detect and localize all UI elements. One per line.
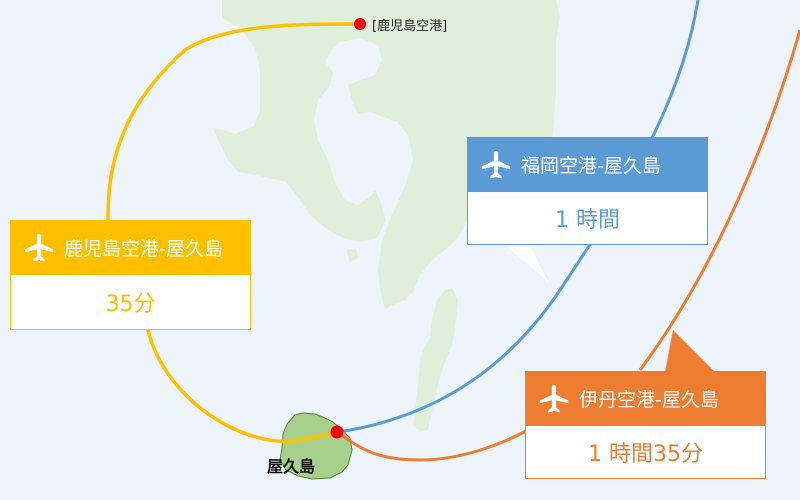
airplane-icon <box>24 233 54 261</box>
tanegashima-land <box>413 288 458 432</box>
route-fukuoka <box>337 0 700 434</box>
route-duration: 1 時間 <box>467 192 708 245</box>
airplane-icon <box>539 384 569 412</box>
fukuoka-callout-pointer <box>505 245 548 282</box>
route-card-itami: 伊丹空港-屋久島 1 時間35分 <box>525 371 766 479</box>
route-itami <box>337 29 800 462</box>
small-island <box>346 248 358 262</box>
route-kagoshima <box>106 22 359 443</box>
kyushu-land <box>213 0 560 310</box>
route-card-header: 福岡空港-屋久島 <box>467 137 708 192</box>
kagoshima-airport-label: [鹿児島空港] <box>372 19 448 34</box>
route-title: 伊丹空港-屋久島 <box>579 389 719 411</box>
yakushima-label: 屋久島 <box>267 457 316 476</box>
route-title: 鹿児島空港-屋久島 <box>64 238 223 260</box>
route-card-fukuoka: 福岡空港-屋久島 1 時間 <box>467 137 708 245</box>
itami-callout-pointer <box>665 330 715 372</box>
kagoshima-airport-dot <box>354 18 366 30</box>
route-card-header: 鹿児島空港-屋久島 <box>10 220 251 275</box>
route-title: 福岡空港-屋久島 <box>521 155 661 177</box>
yakushima-airport-dot <box>330 425 344 439</box>
airplane-icon <box>481 150 511 178</box>
route-duration: 1 時間35分 <box>525 426 766 479</box>
kagoshima-bay <box>314 38 382 205</box>
route-card-header: 伊丹空港-屋久島 <box>525 371 766 426</box>
route-card-kagoshima: 鹿児島空港-屋久島 35分 <box>10 220 251 330</box>
route-duration: 35分 <box>10 275 251 330</box>
